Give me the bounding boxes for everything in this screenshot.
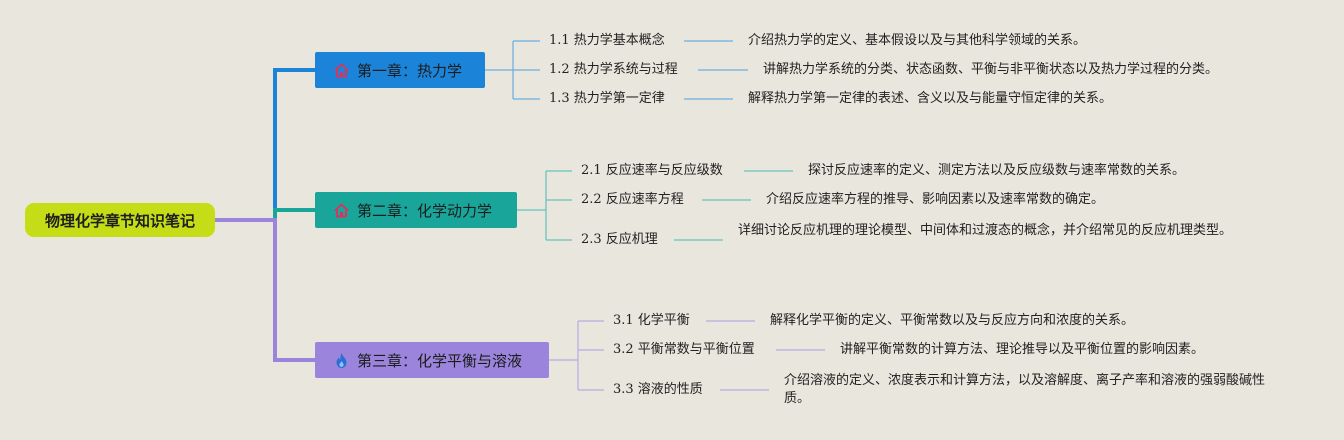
section-3-2-desc: 讲解平衡常数的计算方法、理论推导以及平衡位置的影响因素。 [840,342,1205,357]
section-3-2[interactable]: 3.2 平衡常数与平衡位置 [613,342,755,357]
flame-icon [333,352,350,369]
section-2-1-desc: 探讨反应速率的定义、测定方法以及反应级数与速率常数的关系。 [808,163,1186,178]
section-3-3-desc: 介绍溶液的定义、浓度表示和计算方法，以及溶解度、离子产率和溶液的强弱酸碱性质。 [784,373,1266,406]
chapter-title: 第一章：热力学 [357,61,463,80]
ch3-bracket [549,320,604,391]
section-3-1-desc: 解释化学平衡的定义、平衡常数以及与反应方向和浓度的关系。 [770,313,1135,328]
branch-line-chapter-3 [215,218,315,362]
house-icon [333,202,350,219]
section-1-3-desc: 解释热力学第一定律的表述、含义以及与能量守恒定律的关系。 [748,91,1113,106]
section-2-3[interactable]: 2.3 反应机理 [581,232,658,247]
section-2-3-desc: 详细讨论反应机理的理论模型、中间体和过渡态的概念，并介绍常见的反应机理类型。 [738,223,1233,238]
chapter-title: 第二章：化学动力学 [357,201,493,220]
section-2-1[interactable]: 2.1 反应速率与反应级数 [581,163,723,178]
chapter-node-3[interactable]: 第三章：化学平衡与溶液 [315,342,549,378]
section-1-2[interactable]: 1.2 热力学系统与过程 [549,62,678,77]
chapter-node-2[interactable]: 第二章：化学动力学 [315,192,517,228]
section-3-1[interactable]: 3.1 化学平衡 [613,313,690,328]
ch1-bracket [485,40,540,100]
section-1-1-desc: 介绍热力学的定义、基本假设以及与其他科学领域的关系。 [748,33,1087,48]
house-icon [333,62,350,79]
section-1-1[interactable]: 1.1 热力学基本概念 [549,33,665,48]
section-2-2[interactable]: 2.2 反应速率方程 [581,192,684,207]
chapter-title: 第三章：化学平衡与溶液 [357,351,523,370]
branch-line-chapter-1 [215,68,315,222]
root-label: 物理化学章节知识笔记 [44,211,195,230]
chapter-node-1[interactable]: 第一章：热力学 [315,52,485,88]
root-node[interactable]: 物理化学章节知识笔记 [25,203,215,237]
section-2-2-desc: 介绍反应速率方程的推导、影响因素以及速率常数的确定。 [766,192,1105,207]
section-1-3[interactable]: 1.3 热力学第一定律 [549,91,665,106]
ch2-bracket [517,170,572,241]
section-3-3[interactable]: 3.3 溶液的性质 [613,382,703,397]
section-1-2-desc: 讲解热力学系统的分类、状态函数、平衡与非平衡状态以及热力学过程的分类。 [763,62,1219,77]
